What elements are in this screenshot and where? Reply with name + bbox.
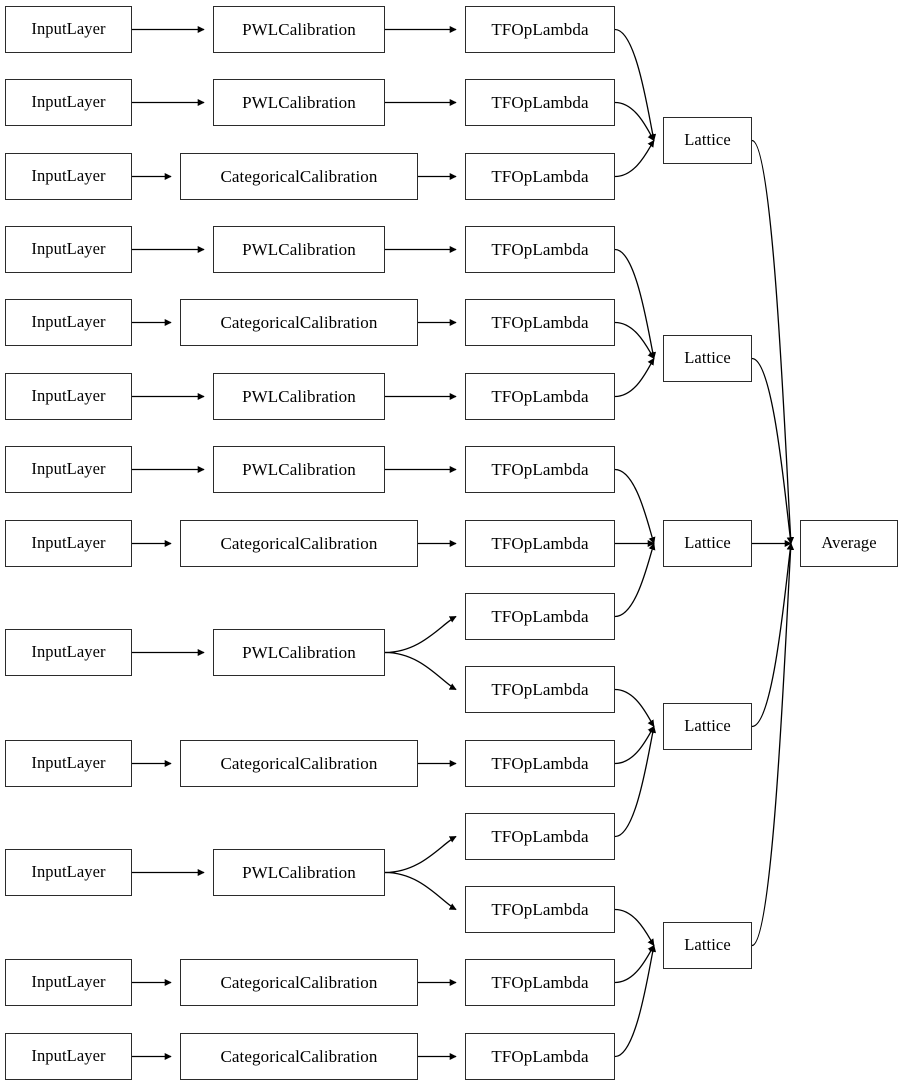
edge-cal9-to-lam9 [384,615,457,654]
node-lam9: TFOpLambda [465,593,615,640]
node-lam2: TFOpLambda [465,79,615,126]
node-cal8: CategoricalCalibration [180,520,418,567]
edge-lat5-to-avg [751,542,795,947]
edge-cal9-to-lam10 [384,651,457,691]
node-in7: InputLayer [5,446,132,493]
node-cal7: PWLCalibration [213,446,385,493]
node-in4: InputLayer [5,226,132,273]
node-lat4: Lattice [663,703,752,750]
node-in10: InputLayer [5,740,132,787]
node-in13: InputLayer [5,1033,132,1080]
node-cal11: PWLCalibration [213,849,385,896]
node-lat5: Lattice [663,922,752,969]
node-avg: Average [800,520,898,567]
edge-cal11-to-lam12 [384,835,457,874]
node-in1: InputLayer [5,6,132,53]
node-in8: InputLayer [5,520,132,567]
edge-lat4-to-avg [751,542,794,728]
edge-lam4-to-lat2 [614,248,657,360]
node-in12: InputLayer [5,959,132,1006]
edge-lam12-to-lat4 [614,725,657,838]
edge-lat1-to-avg [751,139,795,545]
edge-lam6-to-lat2 [614,357,655,398]
edge-lat2-to-avg [751,357,794,545]
node-in2: InputLayer [5,79,132,126]
node-lam6: TFOpLambda [465,373,615,420]
edge-lam13-to-lat5 [614,908,655,947]
node-lam8: TFOpLambda [465,520,615,567]
edge-lam14-to-lat5 [614,944,655,984]
node-lat3: Lattice [663,520,752,567]
node-cal6: PWLCalibration [213,373,385,420]
node-lam13: TFOpLambda [465,886,615,933]
node-lat1: Lattice [663,117,752,164]
node-in9: InputLayer [5,629,132,676]
node-lam3: TFOpLambda [465,153,615,200]
edge-lam11-to-lat4 [614,725,655,765]
node-lat2: Lattice [663,335,752,382]
edge-lam2-to-lat1 [614,101,655,142]
edge-lam9-to-lat3 [614,542,656,618]
node-cal3: CategoricalCalibration [180,153,418,200]
node-lam5: TFOpLambda [465,299,615,346]
node-lam10: TFOpLambda [465,666,615,713]
edge-lam3-to-lat1 [614,139,655,178]
node-cal1: PWLCalibration [213,6,385,53]
edge-lam1-to-lat1 [614,28,657,142]
node-in3: InputLayer [5,153,132,200]
node-lam12: TFOpLambda [465,813,615,860]
node-lam7: TFOpLambda [465,446,615,493]
node-lam15: TFOpLambda [465,1033,615,1080]
edge-lam15-to-lat5 [614,944,657,1058]
edge-lam5-to-lat2 [614,321,655,360]
node-cal2: PWLCalibration [213,79,385,126]
edge-lam10-to-lat4 [614,688,655,728]
node-cal4: PWLCalibration [213,226,385,273]
edge-cal11-to-lam13 [384,871,457,911]
node-in5: InputLayer [5,299,132,346]
edge-lam7-to-lat3 [614,468,656,545]
node-lam1: TFOpLambda [465,6,615,53]
node-lam4: TFOpLambda [465,226,615,273]
node-lam14: TFOpLambda [465,959,615,1006]
node-cal10: CategoricalCalibration [180,740,418,787]
node-lam11: TFOpLambda [465,740,615,787]
node-cal9: PWLCalibration [213,629,385,676]
node-in6: InputLayer [5,373,132,420]
node-in11: InputLayer [5,849,132,896]
node-cal5: CategoricalCalibration [180,299,418,346]
node-cal12: CategoricalCalibration [180,959,418,1006]
node-cal13: CategoricalCalibration [180,1033,418,1080]
